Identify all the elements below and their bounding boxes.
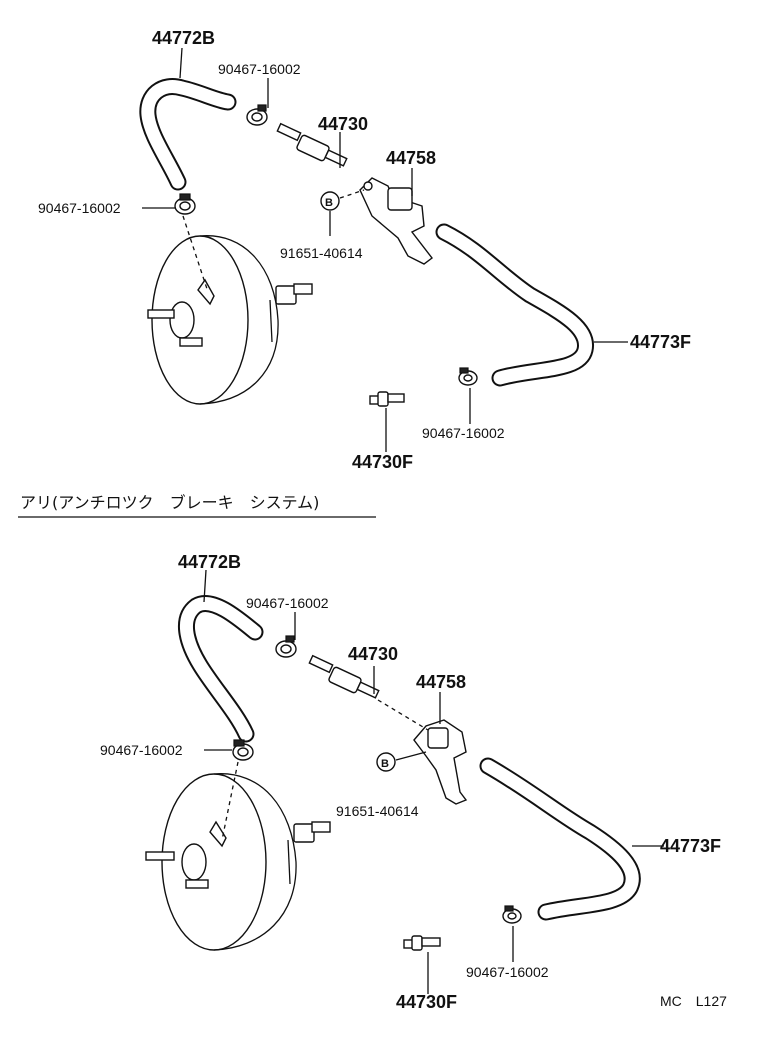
label-bolt-bottom: 91651-40614 (336, 803, 419, 819)
label-bolt-mark-bottom: B (381, 758, 389, 770)
lower-hose-bottom (479, 757, 641, 921)
clamp-left-bottom (232, 739, 254, 761)
top-diagram: 44772B 90467-16002 44730 44758 90467-160… (38, 28, 691, 472)
clamp-lower-bottom (502, 905, 522, 924)
label-bolt-mark-top: B (325, 197, 333, 209)
booster-bottom (145, 773, 331, 951)
bottom-diagram: 44772B 90467-16002 44730 44758 90467-160… (100, 552, 721, 1012)
label-clamp-lower-top: 90467-16002 (422, 425, 505, 441)
bolt-b-bottom (376, 752, 396, 772)
upper-hose-top (139, 78, 237, 191)
label-bracket-top: 44758 (386, 148, 436, 168)
clamp-top-top (246, 104, 268, 126)
bracket-bottom (413, 719, 468, 805)
check-valve-bottom (308, 654, 380, 699)
label-lower-hose-bottom: 44773F (660, 836, 721, 856)
bolt-b-top (320, 191, 340, 211)
label-lower-hose-top: 44773F (630, 332, 691, 352)
booster-top (147, 235, 313, 405)
label-bracket-bottom: 44758 (416, 672, 466, 692)
clamp-left-top (174, 193, 196, 215)
label-clamp-left-top: 90467-16002 (38, 200, 121, 216)
bracket-top (359, 177, 433, 265)
clamp-lower-top (458, 367, 478, 386)
footer-code: MC L127 (660, 993, 727, 1009)
label-union-bottom: 44730F (396, 992, 457, 1012)
label-clamp-top-bottom: 90467-16002 (246, 595, 329, 611)
label-clamp-top-top: 90467-16002 (218, 61, 301, 77)
label-clamp-lower-bottom: 90467-16002 (466, 964, 549, 980)
section-heading: アリ(アンチロツク ブレーキ システム) (18, 493, 376, 518)
label-check-valve-top: 44730 (318, 114, 368, 134)
label-upper-hose-top: 44772B (152, 28, 215, 48)
union-top (369, 391, 405, 407)
union-bottom (403, 935, 441, 951)
lower-hose-top (435, 223, 594, 387)
label-clamp-left-bottom: 90467-16002 (100, 742, 183, 758)
upper-hose-bottom (177, 595, 264, 743)
section-heading-text: アリ(アンチロツク ブレーキ システム) (20, 493, 319, 512)
label-check-valve-bottom: 44730 (348, 644, 398, 664)
label-union-top: 44730F (352, 452, 413, 472)
label-bolt-top: 91651-40614 (280, 245, 363, 261)
label-upper-hose-bottom: 44772B (178, 552, 241, 572)
clamp-top-bottom (275, 635, 297, 658)
check-valve-top (276, 122, 348, 167)
